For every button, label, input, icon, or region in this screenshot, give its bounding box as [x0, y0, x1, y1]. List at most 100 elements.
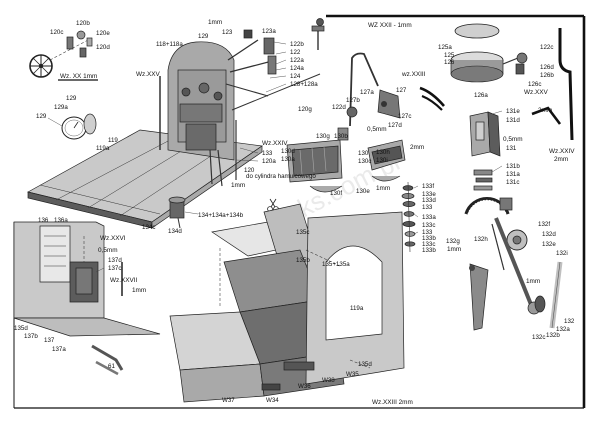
part-label: 132d: [542, 231, 556, 238]
part-label: 120e: [96, 30, 110, 37]
part-label: 133c: [422, 222, 435, 229]
part-label: 122a: [290, 57, 304, 64]
part-label: 137a: [52, 346, 66, 353]
part-label: 122: [290, 49, 301, 56]
part-label: 133b: [422, 235, 436, 242]
label-05mm-131: 0,5mm: [503, 136, 523, 143]
part-label: 125: [444, 52, 455, 59]
part-label: 127b: [346, 97, 360, 104]
label-1mm-wz27: 1mm: [132, 287, 146, 294]
part-label: W38: [322, 377, 335, 384]
part-label: 126a: [474, 92, 488, 99]
part-label: 132c: [532, 334, 545, 341]
label-wz-xxii: WZ XXII - 1mm: [368, 22, 412, 29]
part-label: 136: [38, 217, 49, 224]
part-label: 137: [44, 337, 55, 344]
part-label: 129: [36, 113, 47, 120]
part-label: W34: [266, 397, 279, 404]
part-label: 120d: [96, 44, 110, 51]
part-label: 124a: [290, 65, 304, 72]
part-label: 128+128a: [290, 81, 318, 88]
part-label: 131: [506, 145, 517, 152]
part-label: 133a: [422, 214, 436, 221]
part-label: 137d: [108, 257, 122, 264]
injector-pipe: [346, 52, 445, 127]
part-label: 131c: [506, 179, 519, 186]
part-label: 132f: [538, 221, 550, 228]
part-label: 125a: [438, 44, 452, 51]
handrail-rod: [531, 28, 574, 141]
drivers-seat-assembly: [286, 127, 349, 193]
label-wz-xxiii-mid: wz.XXIII: [401, 71, 426, 78]
part-label: 120g: [298, 106, 312, 113]
part-label: 124: [290, 73, 301, 80]
label-wz-xx: Wz. XX 1mm: [60, 73, 97, 80]
part-label: 131a: [506, 171, 520, 178]
part-label: 119: [108, 137, 118, 144]
fireman-seat: [367, 139, 406, 182]
label-2mm-right: 2mm: [554, 156, 568, 163]
label-brake-cylinder-note: do cylindra hamulcowego: [246, 173, 316, 180]
part-label: 136a: [54, 217, 68, 224]
part-label: 133f: [422, 183, 434, 190]
part-label: 130e: [356, 188, 370, 195]
label-1mm-cab: 1mm: [231, 182, 245, 189]
part-label: 127: [396, 87, 407, 94]
pressure-gauge: [47, 113, 97, 140]
part-label: 122b: [290, 41, 304, 48]
label-wz-xxv-left: Wz.XXV: [136, 71, 161, 78]
label-1mm-rod: 1mm: [526, 278, 540, 285]
part-label: 130h: [376, 149, 390, 156]
part-label: 133c: [422, 241, 435, 248]
sand-dome-assembly: [450, 23, 528, 83]
label-2mm-wz25: 2mm: [538, 107, 552, 114]
label-1mm-lever: 1mm: [447, 246, 461, 253]
part-label: 118+118a: [156, 41, 183, 48]
reverser-lever-mechanism: [464, 197, 563, 331]
part-label: 135c: [296, 229, 309, 236]
small-parts-stack: [401, 181, 416, 253]
part-label: 131b: [506, 163, 520, 170]
brake-valve-assembly: [168, 196, 199, 229]
boiler-backhead: [159, 29, 321, 187]
cab-rear-frame-assembly: [169, 203, 405, 403]
label-1mm-top: 1mm: [208, 19, 222, 26]
part-label: 137c: [108, 265, 121, 272]
part-label: 120a: [262, 158, 276, 165]
part-label: 133b: [422, 247, 436, 254]
part-label: 132e: [542, 241, 556, 248]
part-label: 120: [244, 167, 255, 174]
part-label: 123a: [262, 28, 276, 35]
label-wz-xxiii-bottom: Wz.XXIII 2mm: [372, 399, 413, 406]
part-label: 133: [262, 150, 273, 157]
part-label: 130c: [358, 158, 371, 165]
part-label: 132b: [546, 332, 560, 339]
label-05mm-wz26: 0,5mm: [98, 247, 118, 254]
part-label: 133d: [422, 197, 436, 204]
part-label: 130f: [330, 190, 342, 197]
part-label: 130a: [281, 156, 295, 163]
whistle-valve: [311, 18, 325, 50]
part-label: 126b: [540, 72, 554, 79]
part-label: 131d: [506, 117, 520, 124]
part-label: 126d: [540, 64, 554, 71]
part-label: 134c: [142, 224, 155, 231]
part-label: 137b: [24, 333, 38, 340]
part-label: 130d: [281, 148, 295, 155]
part-label: 132: [564, 318, 575, 325]
part-label: 132a: [556, 326, 570, 333]
part-label: 61: [108, 363, 115, 370]
part-label: 130g: [316, 133, 330, 140]
part-label: 135d: [14, 325, 28, 332]
part-label: 135b: [296, 257, 310, 264]
part-label: 122d: [332, 104, 346, 111]
part-label: 120b: [76, 20, 90, 27]
part-label: 127a: [360, 89, 374, 96]
label-1mm-boiler: 1mm: [376, 185, 390, 192]
part-label: W35: [346, 371, 359, 378]
label-wz-xxiv-center: Wz.XXIV: [262, 140, 288, 147]
part-label: 133e: [422, 191, 436, 198]
leader-lines: [95, 41, 503, 273]
label-wz-xxv-right: Wz.XXV: [524, 89, 549, 96]
